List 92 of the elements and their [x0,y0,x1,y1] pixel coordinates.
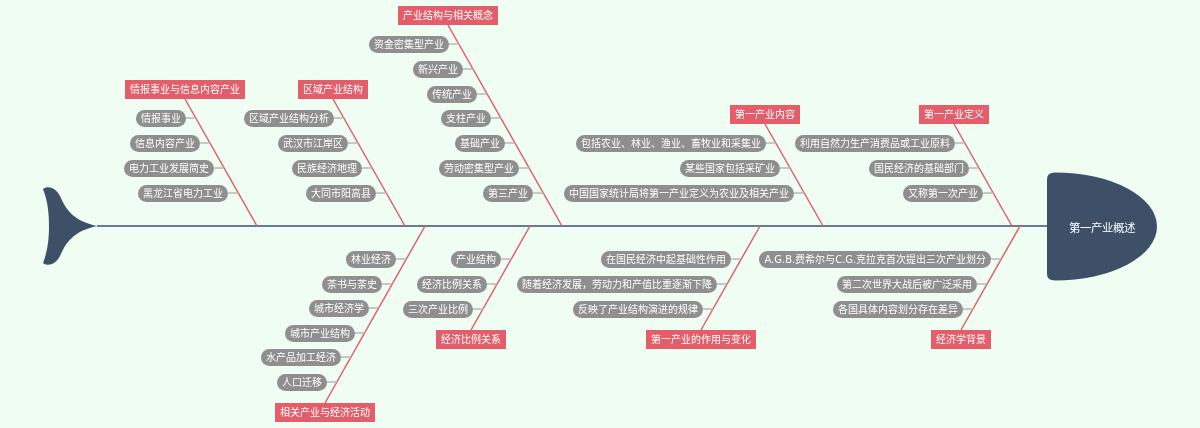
bone-line [470,225,531,331]
branch-line [779,167,791,169]
subtopic-pill: 情报事业 [135,109,186,127]
branch-line [367,307,380,309]
subtopic-pill: 城市经济学 [308,299,369,317]
subtopic-pill: 电力工业发展简史 [124,159,215,177]
branch-line [968,167,980,169]
branch-line [504,142,516,144]
subtopic-pill: 林业经济 [346,250,397,268]
category-box: 情报事业与信息内容产业 [125,80,245,99]
category-box: 相关产业与经济活动 [275,403,375,422]
branch-line [793,192,805,194]
bone-line [447,24,563,227]
branch-line [213,167,225,169]
bone-line [324,225,426,404]
spine-line [96,225,1048,227]
subtopic-pill: 包括农业、林业、渔业、畜牧业和采集业 [575,134,766,152]
subtopic-pill: 利用自然力生产消费品或工业原料 [794,134,955,152]
subtopic-pill: 中国国家统计局将第一产业定义为农业及相关产业 [564,184,795,202]
subtopic-pill: 某些国家包括采矿业 [680,159,781,177]
subtopic-pill: 人口迁移 [276,373,327,391]
category-box: 经济比例关系 [436,330,506,349]
branch-line [702,308,714,310]
subtopic-pill: 传统产业 [427,85,478,103]
subtopic-pill: 信息内容产业 [129,134,200,152]
subtopic-pill: 水产品加工经济 [261,348,341,366]
branch-line [381,283,393,285]
category-box: 第一产业内容 [730,105,800,124]
branch-line [990,258,1003,260]
topic-title: 第一产业概述 [1069,219,1135,235]
subtopic-pill: 基础产业 [454,134,505,152]
branch-line [716,283,728,285]
branch-line [395,258,408,260]
subtopic-pill: 三次产业比例 [402,300,473,318]
subtopic-pill: 支柱产业 [440,109,491,127]
subtopic-pill: 黑龙江省电力工业 [138,184,229,202]
branch-line [448,43,460,45]
subtopic-pill: 资金密集型产业 [368,35,449,53]
branch-line [532,192,545,194]
branch-line [185,117,197,119]
branch-line [730,258,743,260]
subtopic-pill: 第二次世界大战后被广泛采用 [837,275,978,293]
branch-line [472,308,484,310]
branch-line [227,192,240,194]
branch-line [518,167,530,169]
bone-line [960,225,1021,331]
subtopic-pill: 城市产业结构 [284,324,355,342]
category-box: 第一产业定义 [919,105,989,124]
branch-line [462,68,474,70]
subtopic-pill: 随着经济发展，劳动力和产值比重逐渐下降 [517,275,718,293]
branch-line [375,192,388,194]
branch-line [982,192,994,194]
branch-line [347,142,359,144]
subtopic-pill: 又称第一次产业 [903,184,984,202]
subtopic-pill: 国民经济的基础部门 [869,159,970,177]
category-box: 第一产业的作用与变化 [646,330,756,349]
subtopic-pill: 在国民经济中起基础性作用 [601,250,732,268]
branch-line [199,142,211,144]
branch-line [954,142,966,144]
branch-line [962,308,974,310]
category-box: 经济学背景 [931,330,991,349]
branch-line [326,381,338,383]
subtopic-pill: 第三产业 [483,184,534,202]
branch-line [500,258,513,260]
subtopic-pill: 经济比例关系 [417,275,488,293]
branch-line [490,117,502,119]
bone-line [953,123,1013,227]
branch-line [765,142,777,144]
branch-line [476,93,488,95]
bone-line [700,225,761,331]
subtopic-pill: 劳动密集型产业 [439,159,520,177]
subtopic-pill: 大同市阳高县 [306,184,377,202]
subtopic-pill: 产业结构 [451,250,502,268]
subtopic-pill: 反映了产业结构演进的规律 [572,300,703,318]
bone-line [764,123,824,227]
subtopic-pill: 武汉市江岸区 [277,134,348,152]
bone-line [332,98,406,227]
subtopic-pill: 各国具体内容划分存在差异 [832,300,963,318]
subtopic-pill: A.G.B.费希尔与C.G.克拉克首次提出三次产业划分 [759,250,992,268]
category-box: 区域产业结构 [298,80,368,99]
branch-line [486,283,498,285]
branch-line [353,332,366,334]
subtopic-pill: 新兴产业 [412,60,463,78]
branch-line [361,167,373,169]
branch-line [333,117,345,119]
category-box: 产业结构与相关概念 [398,6,498,25]
bone-line [184,98,258,227]
branch-line [340,356,352,358]
subtopic-pill: 区域产业结构分析 [243,109,334,127]
subtopic-pill: 茶书与茶史 [322,275,383,293]
branch-line [976,283,988,285]
subtopic-pill: 民族经济地理 [292,159,363,177]
